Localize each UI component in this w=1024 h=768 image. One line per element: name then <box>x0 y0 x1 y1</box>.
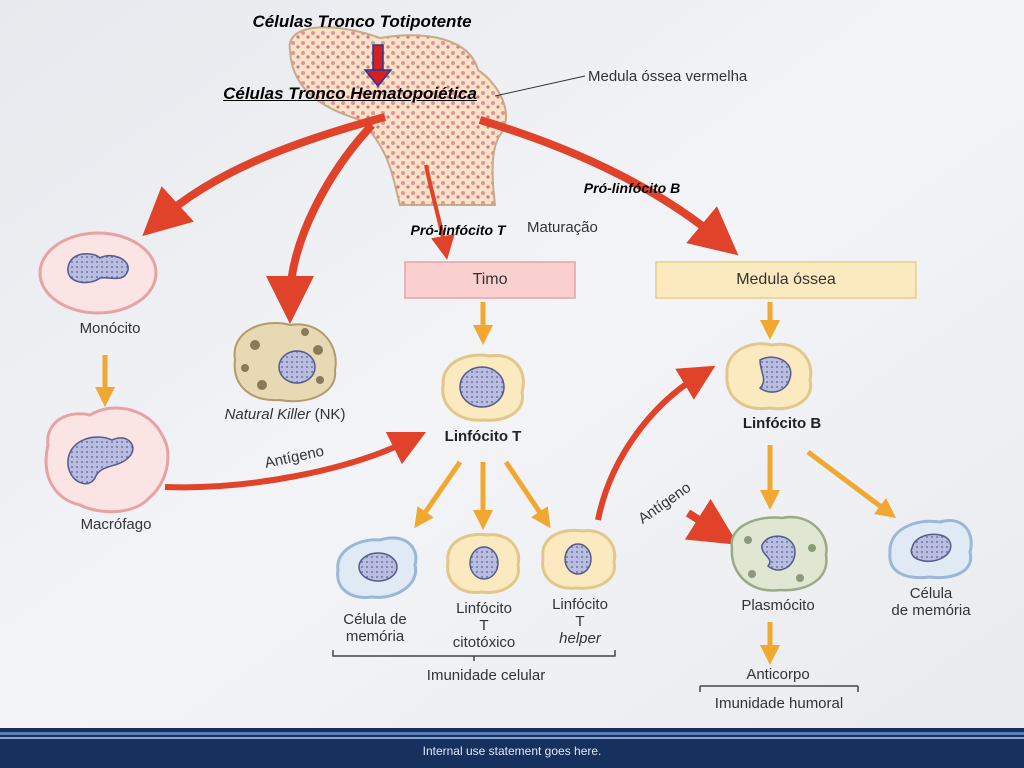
nk-label: Natural Killer (NK) <box>225 406 346 423</box>
pro-t-label: Pró-linfócito T <box>410 222 506 238</box>
t-cyto-line1: Linfócito <box>456 600 512 617</box>
b-memory-cell <box>888 519 973 580</box>
t-cytotoxic-label: Linfócito T citotóxico <box>453 600 516 651</box>
arrow-t-to-helper <box>503 460 551 529</box>
cellular-immunity-label: Imunidade celular <box>426 667 546 684</box>
nk-cell <box>233 322 337 403</box>
arrow-b-to-memory <box>806 450 896 518</box>
macrophage-cell <box>44 406 170 514</box>
footer-bar: Internal use statement goes here. <box>0 728 1024 768</box>
plasmocyte-cell <box>730 515 828 592</box>
b-memory-line1: Célula <box>909 585 953 602</box>
humoral-immunity-label: Imunidade humoral <box>714 695 844 712</box>
antibody-label: Anticorpo <box>746 666 810 683</box>
t-cyto-line2: T <box>479 617 489 634</box>
humoral-brace-line <box>699 685 859 692</box>
arrow-helper-to-b <box>595 365 716 521</box>
t-cytotoxic-cell <box>446 532 521 595</box>
nk-italic: Natural Killer <box>224 406 311 423</box>
t-helper-line1: Linfócito <box>552 596 608 613</box>
arrow-to-monocyte <box>142 113 387 237</box>
t-helper-line2: T <box>575 613 585 630</box>
arrow-t-to-memory <box>414 460 463 529</box>
arrow-to-marrow <box>478 116 739 256</box>
footer-stripe <box>0 732 1024 735</box>
b-lymphocyte-label: Linfócito B <box>742 415 822 432</box>
t-helper-cell <box>541 528 617 590</box>
totipotent-title: Células Tronco Totipotente <box>252 12 472 31</box>
monocyte-label: Monócito <box>79 320 141 337</box>
macrophage-label: Macrófago <box>80 516 152 533</box>
thymus-box: Timo <box>472 271 508 288</box>
arrow-to-thymus <box>424 164 455 260</box>
arrow-antigen-to-plasma <box>684 498 739 545</box>
arrow-to-nk <box>266 122 375 324</box>
t-lymphocyte-cell <box>441 353 525 422</box>
t-helper-line3: helper <box>559 630 601 647</box>
b-lymphocyte-cell <box>725 342 813 411</box>
marrow-box-bg <box>655 261 917 299</box>
b-memory-line2: de memória <box>891 602 971 619</box>
thymus-box-bg <box>404 261 576 299</box>
t-cyto-line3: citotóxico <box>452 634 516 651</box>
t-memory-cell <box>336 536 418 599</box>
hematopoietic-subtitle: Células Tronco Hematopoiética <box>223 84 477 103</box>
nk-suffix: (NK) <box>310 406 346 423</box>
marrow-box: Medula óssea <box>736 271 836 288</box>
bone-marrow-label: Medula óssea vermelha <box>588 68 748 85</box>
monocyte-cell <box>38 231 158 315</box>
t-memory-line1: Célula de <box>343 611 407 628</box>
t-lymphocyte-label: Linfócito T <box>444 428 522 445</box>
footer-stripe-thin <box>0 737 1024 739</box>
t-memory-line2: memória <box>345 628 405 645</box>
pro-b-label: Pró-linfócito B <box>583 180 681 196</box>
cellular-immunity-brace <box>332 650 616 661</box>
footer-text: Internal use statement goes here. <box>422 744 602 758</box>
maturation-label: Maturação <box>527 219 598 236</box>
b-memory-label: Célula de memória <box>891 585 970 619</box>
plasmocyte-label: Plasmócito <box>741 597 815 614</box>
arrow-macrophage-to-t <box>164 431 427 491</box>
down-arrow-icon <box>363 44 393 88</box>
t-helper-label: Linfócito T helper <box>552 596 608 647</box>
t-memory-label: Célula de memória <box>343 611 406 645</box>
